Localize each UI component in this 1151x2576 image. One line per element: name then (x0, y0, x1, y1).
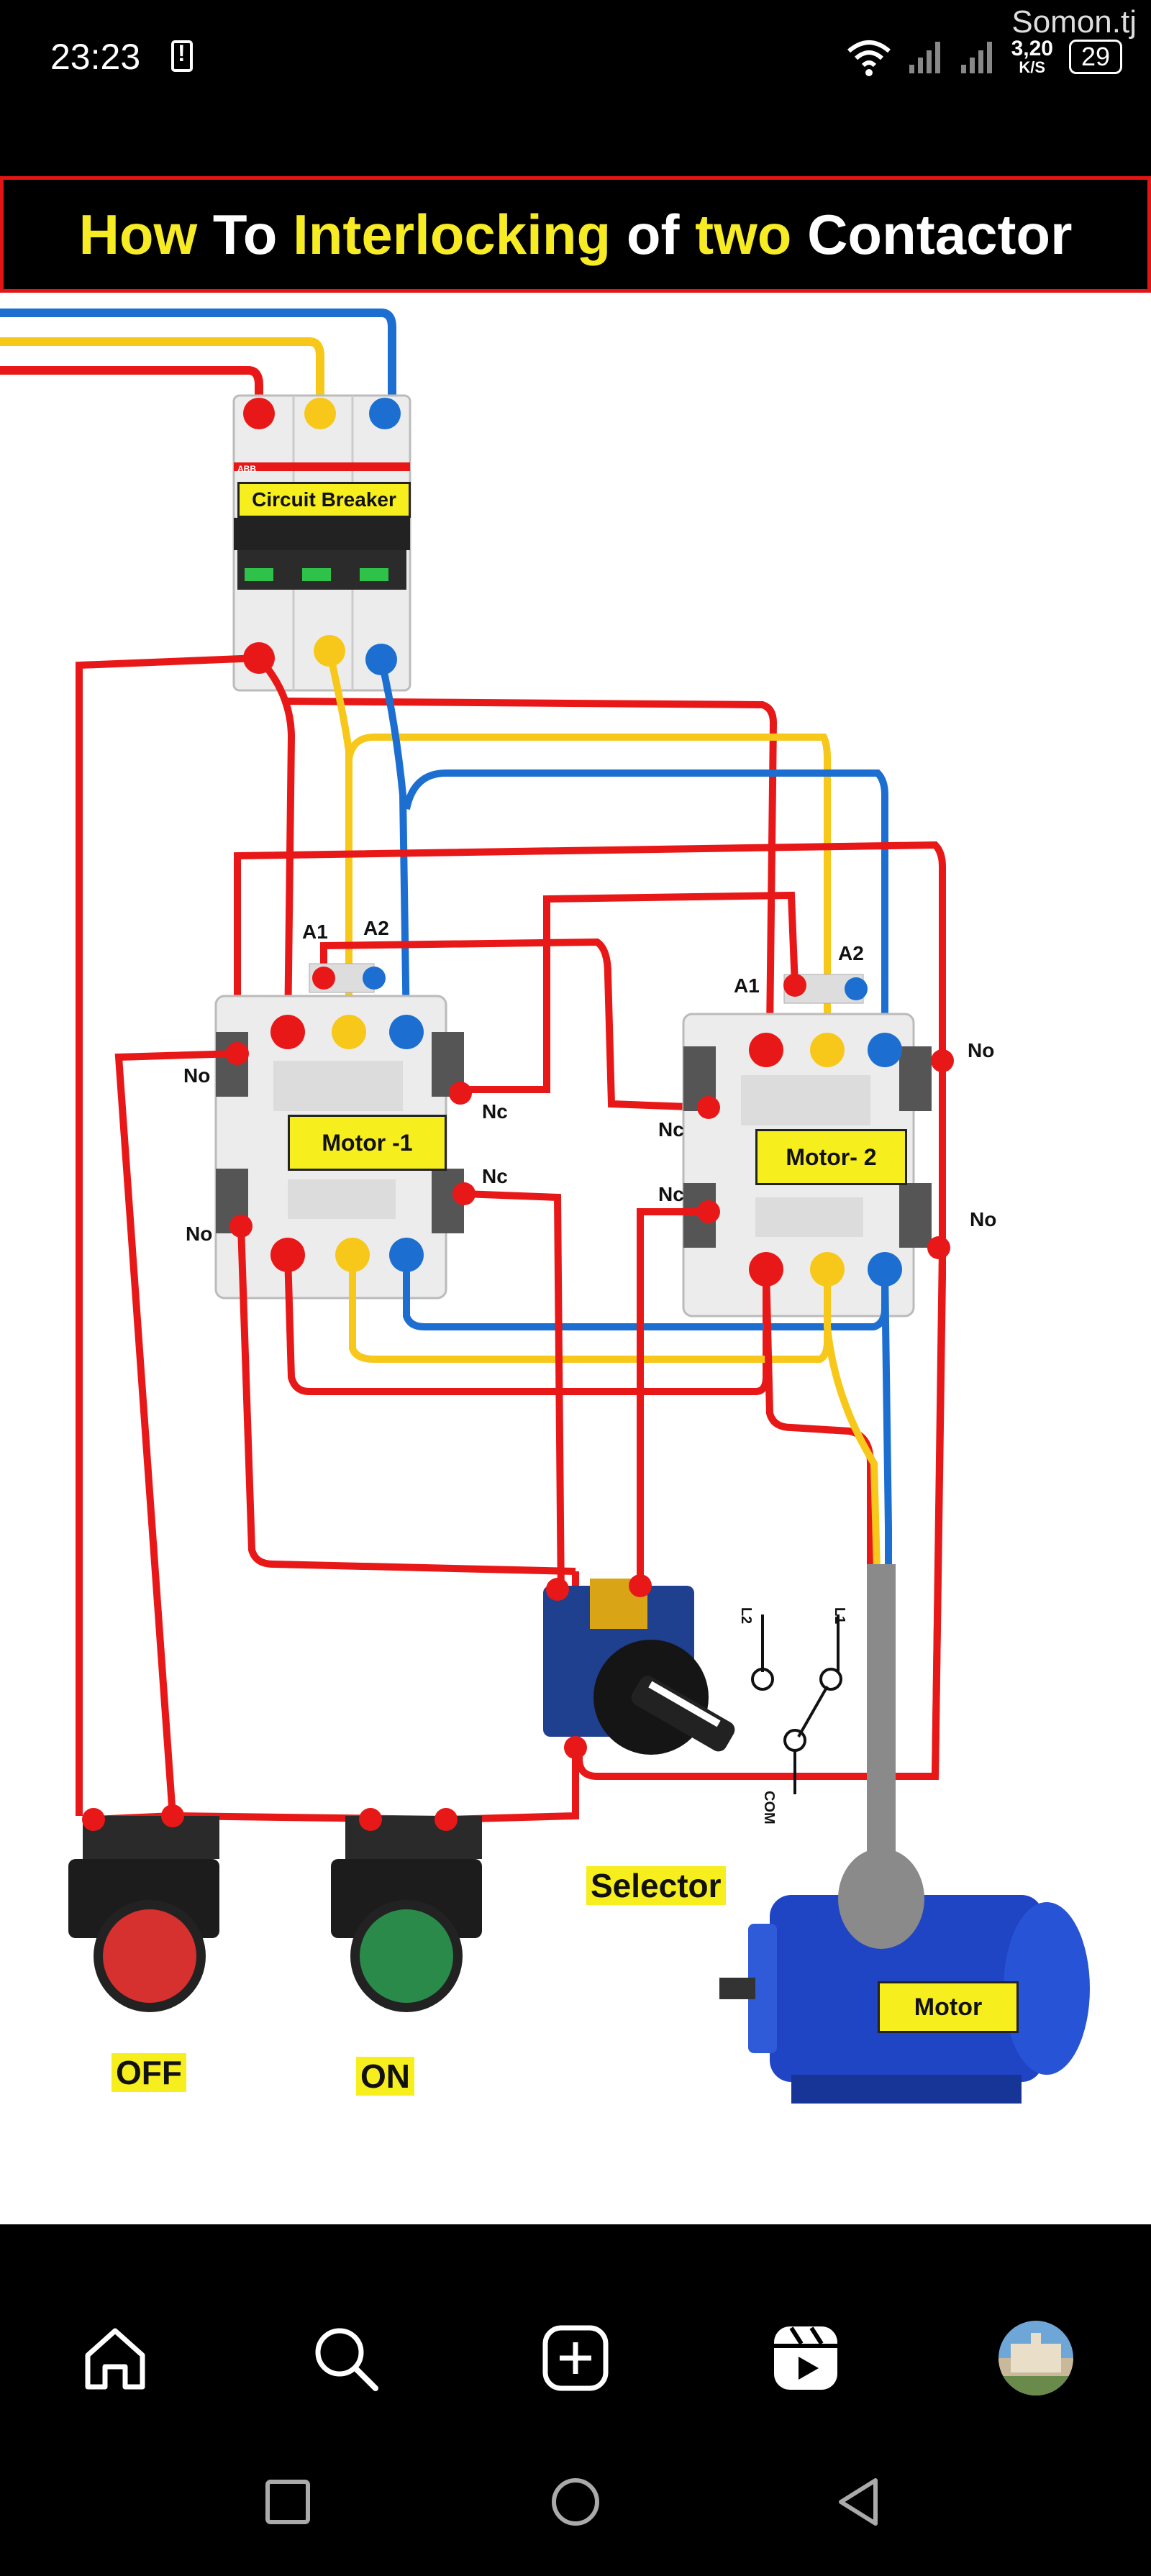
on-caption: ON (356, 2057, 414, 2096)
bottom-nav (0, 2281, 1151, 2421)
back-icon[interactable] (831, 2473, 888, 2531)
off-pushbutton (68, 1816, 219, 2012)
supply-red-wire (0, 366, 263, 414)
net-speed: 3,20 K/S (1011, 38, 1053, 76)
red-wire (287, 698, 778, 1033)
nc-label: Nc (658, 1118, 684, 1141)
red-wire (114, 1050, 238, 1817)
reels-icon (774, 2326, 837, 2390)
home-circle-icon[interactable] (547, 2473, 604, 2531)
blue-wire (403, 769, 888, 1032)
title-part: To (197, 202, 294, 266)
red-wire (256, 655, 296, 1033)
recents-icon[interactable] (259, 2473, 317, 2531)
a1-label: A1 (302, 921, 328, 943)
no-label: No (968, 1039, 995, 1061)
system-nav-bar (0, 2421, 1151, 2576)
red-wire (468, 891, 799, 1093)
a1-label: A1 (734, 974, 760, 997)
battery-indicator: 29 (1068, 40, 1122, 74)
selector-switch (543, 1579, 735, 1755)
notification-alert-icon (171, 40, 193, 72)
wifi-icon (847, 40, 891, 76)
yellow-wire (824, 1269, 885, 1730)
title-part: of (611, 202, 696, 266)
title-part: How (78, 202, 198, 266)
breaker-label: Circuit Breaker (237, 482, 411, 518)
red-wire (463, 1190, 565, 1601)
motor-label: Motor (878, 1981, 1019, 2033)
nav-create[interactable] (536, 2319, 615, 2398)
title-part: Interlocking (293, 202, 611, 266)
red-wire (237, 1225, 576, 1575)
no-label: No (970, 1208, 997, 1230)
no-label: No (186, 1223, 213, 1245)
nc-label: Nc (482, 1165, 508, 1187)
signal-icon-1 (909, 42, 940, 73)
nc-label: Nc (482, 1100, 508, 1123)
title-part: two (695, 202, 792, 266)
supply-yellow-wire (0, 337, 324, 414)
home-icon (85, 2328, 145, 2390)
profile-avatar (998, 2321, 1073, 2395)
red-wire (763, 1269, 874, 1730)
search-icon (315, 2328, 378, 2391)
watermark: Somon.tj (1011, 4, 1137, 40)
red-wire (932, 1247, 946, 1777)
net-speed-unit: K/S (1019, 58, 1046, 76)
post-image: How To Interlocking of two Contactor (0, 176, 1151, 2224)
nav-reels[interactable] (766, 2319, 845, 2398)
signal-icon-2 (960, 42, 992, 73)
blue-wire (378, 658, 410, 1033)
yellow-wire (345, 734, 831, 1032)
nav-search[interactable] (306, 2319, 385, 2398)
no-label: No (183, 1064, 211, 1087)
diagram-title: How To Interlocking of two Contactor (0, 176, 1151, 293)
motor-2-label: Motor- 2 (755, 1129, 907, 1185)
off-caption: OFF (112, 2053, 186, 2092)
on-pushbutton (331, 1816, 482, 2012)
nc-label: Nc (658, 1183, 684, 1205)
supply-blue-wire (0, 309, 396, 414)
wiring-diagram (0, 309, 1090, 2104)
net-speed-value: 3,20 (1011, 37, 1053, 60)
status-time: 23:23 (50, 37, 141, 77)
selector-l1-label: L1 (832, 1607, 848, 1625)
nav-profile[interactable] (996, 2319, 1075, 2398)
selector-schematic (751, 1614, 842, 1794)
status-icons: 3,20 K/S 29 (846, 32, 1122, 82)
title-part: Contactor (791, 202, 1073, 266)
create-icon (542, 2325, 609, 2391)
red-wire (637, 1208, 709, 1586)
status-bar: 23:23 Somon.tj 3,20 K/S 29 (0, 0, 1151, 122)
breaker-brand: ABB (237, 464, 256, 474)
selector-l2-label: L2 (738, 1607, 755, 1625)
electric-motor (719, 1848, 1090, 2104)
red-wire (320, 938, 709, 1111)
motor-1-label: Motor -1 (288, 1115, 447, 1171)
a2-label: A2 (363, 917, 389, 939)
a2-label: A2 (838, 942, 864, 964)
circuit-breaker (232, 394, 411, 692)
selector-caption: Selector (586, 1866, 726, 1905)
selector-com-label: COM (761, 1791, 777, 1824)
red-wire (76, 654, 260, 1816)
nav-home[interactable] (76, 2319, 155, 2398)
